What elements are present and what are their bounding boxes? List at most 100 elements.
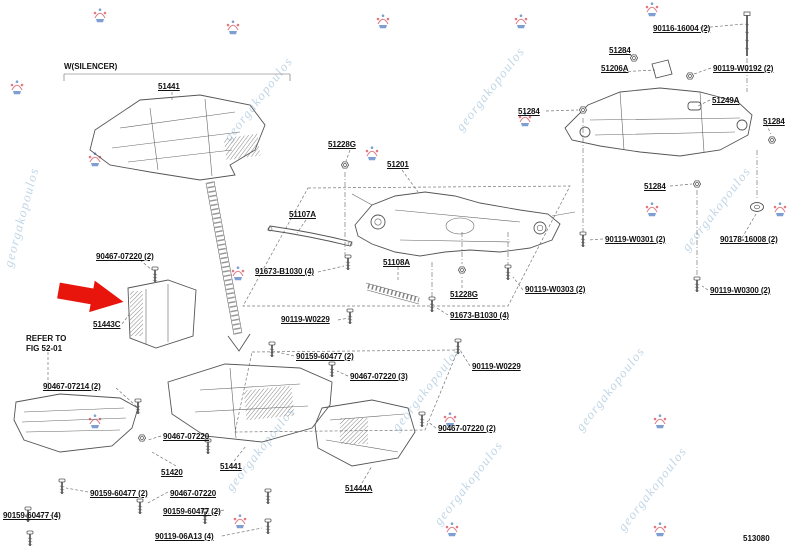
part-label-51228g-b[interactable]: 51228G: [450, 290, 478, 299]
part-label-51228g-a[interactable]: 51228G: [328, 140, 356, 149]
part-label-90119-w0301[interactable]: 90119-W0301 (2): [605, 235, 666, 244]
brand-logo-icon: [645, 1, 659, 17]
refer-note-line1: REFER TO: [26, 334, 67, 343]
part-label-90178-16008[interactable]: 90178-16008 (2): [720, 235, 778, 244]
bolt-icon: [264, 518, 272, 535]
watermark-text: georgakopoulos: [0, 166, 41, 269]
part-label-51249a[interactable]: 51249A: [712, 96, 740, 105]
bolt-icon: [693, 276, 701, 293]
silencer-bracket-line: [63, 73, 291, 81]
bracket-51444a-art: [314, 399, 416, 467]
part-label-90467-07220-b[interactable]: 90467-07220: [170, 489, 217, 498]
part-label-90116-16004[interactable]: 90116-16004 (2): [653, 24, 711, 33]
part-label-51206a[interactable]: 51206A: [601, 64, 629, 73]
stud-icon: [743, 11, 751, 56]
brace-51107a-art: [267, 225, 353, 247]
brand-logo-icon: [93, 7, 107, 23]
part-label-90159-60477-2b[interactable]: 90159-60477 (2): [90, 489, 148, 498]
part-label-91673-b1030-a[interactable]: 91673-B1030 (4): [255, 267, 314, 276]
bolt-icon: [579, 231, 587, 248]
rear-subframe-art: [564, 59, 753, 157]
cover-51441-lower-art: [167, 363, 333, 443]
bolt-icon: [346, 308, 354, 325]
part-51108a-art: [365, 282, 420, 305]
placement-band-arrow: [205, 180, 251, 352]
part-label-90467-07220-2b[interactable]: 90467-07220 (2): [438, 424, 496, 433]
part-label-90119-w0229-b[interactable]: 90119-W0229: [472, 362, 521, 371]
part-label-90119-06a13[interactable]: 90119-06A13 (4): [155, 532, 214, 541]
part-label-51441-upper[interactable]: 51441: [158, 82, 180, 91]
part-label-90467-07214[interactable]: 90467-07214 (2): [43, 382, 101, 391]
part-label-90467-07220-3[interactable]: 90467-07220 (3): [350, 372, 408, 381]
part-label-90467-07220-2a[interactable]: 90467-07220 (2): [96, 252, 154, 261]
nut-icon: [768, 136, 776, 144]
nut-icon: [137, 434, 147, 442]
part-label-90159-60477-2c[interactable]: 90159-60477 (2): [163, 507, 221, 516]
bolt-icon: [418, 411, 426, 428]
bolt-icon: [136, 498, 144, 515]
brand-logo-icon: [653, 413, 667, 429]
part-label-51201[interactable]: 51201: [387, 160, 409, 169]
brand-logo-icon: [653, 521, 667, 537]
watermark-text: georgakopoulos: [221, 54, 296, 144]
nut-icon: [686, 72, 694, 80]
part-label-51284-b[interactable]: 51284: [518, 107, 540, 116]
part-label-51441-lower[interactable]: 51441: [220, 462, 242, 471]
watermark-text: georgakopoulos: [431, 438, 506, 528]
nut-icon: [457, 266, 467, 274]
bolt-icon: [428, 296, 436, 313]
brand-logo-icon: [231, 265, 245, 281]
construction-lines: [47, 58, 758, 433]
watermark-text: georgakopoulos: [573, 344, 648, 434]
part-label-90159-60477-4[interactable]: 90159-60477 (4): [3, 511, 61, 520]
watermark-text: georgakopoulos: [453, 44, 528, 134]
part-label-51420[interactable]: 51420: [161, 468, 183, 477]
part-label-90119-w0192[interactable]: 90119-W0192 (2): [713, 64, 774, 73]
watermark-layer: georgakopoulos georgakopoulos georgakopo…: [0, 1, 787, 537]
diagram-number: 513080: [743, 534, 770, 543]
brand-logo-icon: [376, 13, 390, 29]
brand-logo-icon: [88, 413, 102, 429]
nut-icon: [340, 161, 350, 169]
upper-cover-art: [89, 94, 266, 181]
part-label-51444a[interactable]: 51444A: [345, 484, 373, 493]
part-label-51284-a[interactable]: 51284: [609, 46, 631, 55]
highlight-arrow: [57, 280, 124, 313]
grommet-icon: [750, 202, 764, 212]
bolt-icon: [151, 266, 159, 283]
part-label-51108a[interactable]: 51108A: [383, 258, 410, 267]
bracket-51443c-art: [127, 279, 197, 349]
main-crossmember-art: [351, 191, 576, 257]
fasteners-layer: [24, 11, 776, 547]
part-label-91673-b1030-b[interactable]: 91673-B1030 (4): [450, 311, 509, 320]
brand-logo-icon: [445, 521, 459, 537]
bolt-icon: [328, 361, 336, 378]
leader-lines: [33, 23, 772, 537]
part-label-51284-d[interactable]: 51284: [644, 182, 666, 191]
watermark-text: georgakopoulos: [389, 344, 464, 434]
part-label-51443c[interactable]: 51443C: [93, 320, 121, 329]
bolt-icon: [204, 438, 212, 455]
part-label-90119-w0300[interactable]: 90119-W0300 (2): [710, 286, 771, 295]
bolt-icon: [268, 341, 276, 358]
watermark-text: georgakopoulos: [615, 444, 690, 534]
part-label-90467-07220-a[interactable]: 90467-07220: [163, 432, 210, 441]
nut-icon: [579, 106, 587, 114]
cover-51420-art: [13, 393, 139, 453]
silencer-note: W(SILENCER): [64, 62, 118, 71]
bolt-icon: [504, 264, 512, 281]
brand-logo-icon: [88, 151, 102, 167]
part-label-90159-60477-2a[interactable]: 90159-60477 (2): [296, 352, 354, 361]
part-label-90119-w0303[interactable]: 90119-W0303 (2): [525, 285, 586, 294]
brand-logo-icon: [10, 79, 24, 95]
part-label-90119-w0229-a[interactable]: 90119-W0229: [281, 315, 330, 324]
part-label-51107a[interactable]: 51107A: [289, 210, 316, 219]
bolt-icon: [58, 478, 66, 495]
bolt-icon: [264, 488, 272, 505]
brand-logo-icon: [514, 13, 528, 29]
nut-icon: [693, 180, 701, 188]
part-label-51284-c[interactable]: 51284: [763, 117, 785, 126]
bolt-icon: [344, 254, 352, 271]
